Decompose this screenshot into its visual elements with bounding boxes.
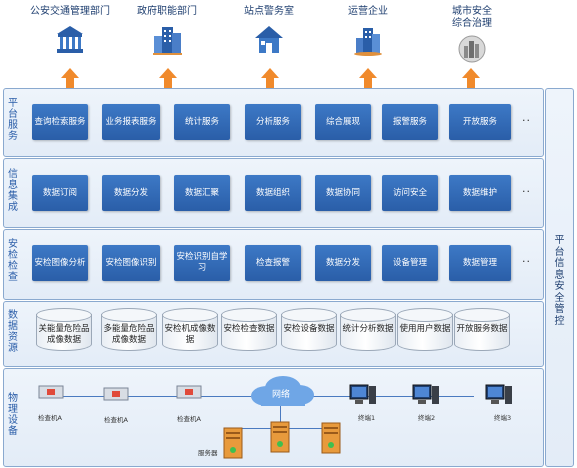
up-arrow-icon [359,68,377,90]
check-alarm: 检查报警 [245,245,301,281]
stakeholder-label: 综合治理 [452,18,492,29]
db-label: 关能量危险品成像数据 [38,324,90,345]
db-label: 多能量危险品成像数据 [103,324,155,345]
office-buildings-icon [153,27,182,55]
up-arrow-icon [462,68,480,90]
stakeholder-label: 站点警务室 [244,6,294,17]
db-security-check: 安检检查数据 [221,308,277,356]
server-icon [321,422,341,454]
db-label: 安检检查数据 [223,324,275,334]
stakeholder-label: 运营企业 [348,6,388,17]
network-label: 网络 [272,390,291,400]
stakeholder-police-station: 站点警务室 [229,6,309,60]
check-image-recognition: 安检图像识别 [102,245,160,281]
security-governance-column: 平台信息安全管控 [545,88,574,467]
check-device-management: 设备管理 [382,245,438,281]
server-icon [223,427,243,459]
checker-machine-icon [38,385,64,399]
integration-distribute: 数据分发 [102,175,160,211]
house-icon [255,26,283,53]
check-image-analysis: 安检图像分析 [32,245,88,281]
db-multi-energy-imaging: 多能量危险品成像数据 [101,308,157,356]
service-business-report: 业务报表服务 [102,104,160,140]
terminal-computer-icon [485,384,512,404]
checker-machine-icon [176,385,202,399]
integration-organize: 数据组织 [245,175,301,211]
terminal-label: 终端1 [358,414,376,422]
terminal-label: 终端3 [494,414,512,422]
up-arrow-icon [61,68,79,90]
stakeholder-traffic-police: 公安交通管理部门 [30,6,110,60]
service-statistics: 统计服务 [174,104,230,140]
db-statistics-analysis: 统计分析数据 [340,308,396,356]
enterprise-buildings-icon [354,28,382,56]
stakeholder-operating-company: 运营企业 [328,6,408,60]
governance-label: 平台信息安全管控 [554,235,565,327]
checker-machine-icon [103,387,129,401]
layer-info-integration: 信息集成 数据订阅 数据分发 数据汇聚 数据组织 数据协同 访问安全 数据维护 … [3,158,544,228]
integration-aggregate: 数据汇聚 [174,175,230,211]
db-label: 使用用户数据 [399,324,451,334]
db-single-energy-imaging: 关能量危险品成像数据 [36,308,92,356]
layer-title: 平台服务 [8,98,18,142]
db-label: 开放服务数据 [456,324,508,334]
checker-label: 检查机A [38,414,62,422]
up-arrow-icon [159,68,177,90]
terminal-computer-icon [349,384,376,404]
stakeholder-label: 城市安全 [452,6,492,17]
server-icon [270,421,290,453]
integration-access-security: 访问安全 [382,175,438,211]
checker-label: 检查机A [104,416,128,424]
layer-title: 信息集成 [8,169,18,213]
checker-label: 检查机A [177,415,201,423]
layer-platform-services: 平台服务 查询检索服务 业务报表服务 统计服务 分析服务 综合展现 报警服务 开… [3,88,544,157]
layer-title: 物理设备 [8,393,18,437]
stakeholder-city-safety: 城市安全 综合治理 [432,6,512,70]
stakeholder-label: 公安交通管理部门 [30,6,110,17]
stakeholder-label: 政府职能部门 [137,6,197,17]
up-arrow-icon [261,68,279,90]
service-alarm: 报警服务 [382,104,438,140]
db-security-device: 安检设备数据 [281,308,337,356]
check-data-management: 数据管理 [449,245,511,281]
service-query-retrieval: 查询检索服务 [32,104,88,140]
more-indicator: ·· [522,255,531,268]
stakeholder-gov-departments: 政府职能部门 [127,6,207,60]
db-checker-imaging: 安检机成像数据 [162,308,218,356]
db-user: 使用用户数据 [397,308,453,356]
service-comprehensive-display: 综合展现 [315,104,371,140]
layer-title: 安检检查 [8,239,18,283]
server-label: 服务器 [198,449,218,457]
layer-security-check: 安检检查 安检图像分析 安检图像识别 安检识别自学习 检查报警 数据分发 设备管… [3,229,544,300]
db-label: 统计分析数据 [342,324,394,334]
check-data-distribute: 数据分发 [315,245,371,281]
integration-maintenance: 数据维护 [449,175,511,211]
city-globe-icon [458,35,486,63]
layer-title: 数据资源 [8,310,18,354]
more-indicator: ·· [522,114,531,127]
terminal-computer-icon [412,384,439,404]
integration-collaborate: 数据协同 [315,175,371,211]
db-label: 安检设备数据 [283,324,335,334]
check-self-learning: 安检识别自学习 [174,245,230,281]
db-open-service: 开放服务数据 [454,308,510,356]
network-cloud-icon [251,376,314,406]
service-analysis: 分析服务 [245,104,301,140]
government-building-icon [57,26,83,53]
service-open: 开放服务 [449,104,511,140]
terminal-label: 终端2 [418,414,436,422]
integration-subscribe: 数据订阅 [32,175,88,211]
network-drop-line [280,406,281,428]
more-indicator: ·· [522,185,531,198]
db-label: 安检机成像数据 [164,324,216,345]
